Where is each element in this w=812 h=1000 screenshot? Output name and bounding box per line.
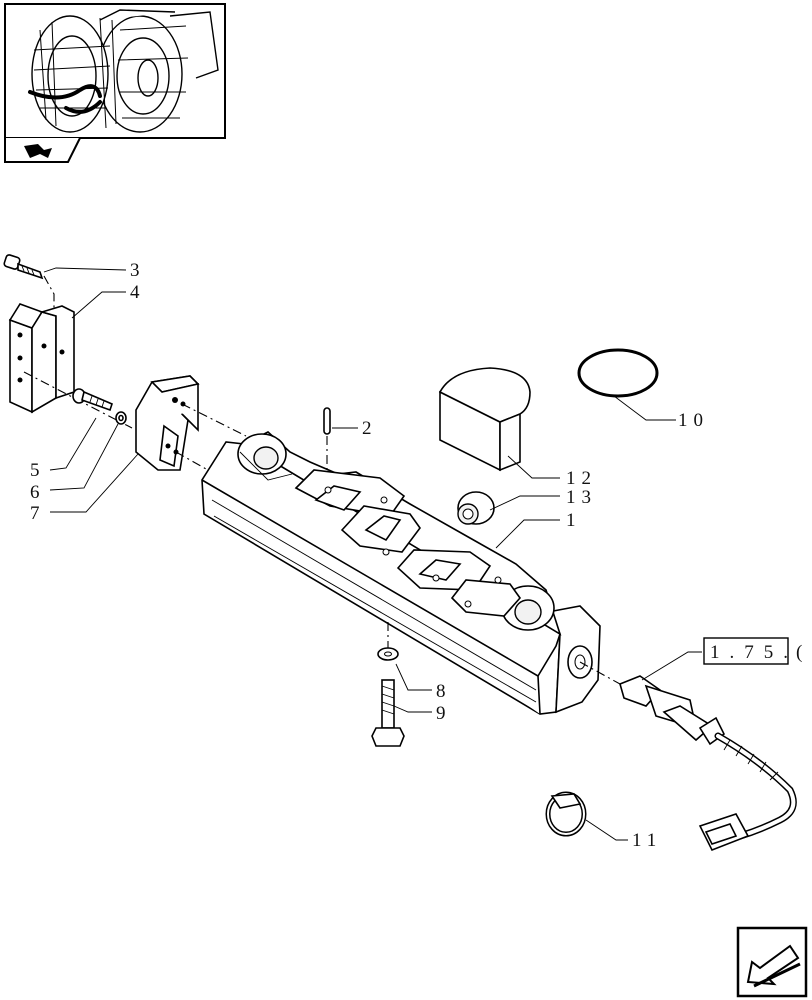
callout-13: 13 bbox=[566, 487, 597, 508]
part-9-screw bbox=[371, 679, 405, 747]
reference-suffix: ( bbox=[796, 642, 812, 663]
part-10-oring bbox=[577, 348, 659, 398]
part-12-cover bbox=[438, 367, 531, 472]
reference-text: 1.75. bbox=[710, 642, 798, 663]
sensor-assembly bbox=[619, 675, 797, 852]
callout-1: 1 bbox=[566, 510, 582, 531]
part-8-washer bbox=[377, 647, 399, 661]
callout-labels: 3 4 2 10 5 12 6 13 7 1 8 9 11 bbox=[30, 260, 709, 851]
callout-5: 5 bbox=[30, 460, 46, 481]
callout-2: 2 bbox=[362, 418, 378, 439]
part-4-bracket bbox=[8, 303, 75, 414]
callout-3: 3 bbox=[130, 260, 146, 281]
callout-7: 7 bbox=[30, 503, 46, 524]
part-5-screw bbox=[72, 388, 113, 412]
part-11-clamp bbox=[545, 791, 587, 837]
part-7-support bbox=[135, 375, 200, 471]
next-page-arrow-icon[interactable] bbox=[736, 926, 808, 998]
part-1-manifold bbox=[201, 431, 601, 715]
callout-6: 6 bbox=[30, 482, 46, 503]
part-2-pin bbox=[323, 407, 331, 435]
part-6-washer bbox=[115, 411, 127, 425]
leader-lines bbox=[43, 267, 702, 841]
callout-12: 12 bbox=[566, 468, 597, 489]
callout-8: 8 bbox=[436, 681, 452, 702]
callout-10: 10 bbox=[678, 410, 709, 431]
part-13-bushing bbox=[457, 491, 495, 525]
part-3-bolt bbox=[3, 254, 44, 280]
callout-11: 11 bbox=[632, 830, 662, 851]
reference-box[interactable]: 1.75. ( bbox=[703, 637, 812, 665]
tractor-thumbnail-icon[interactable] bbox=[4, 3, 226, 163]
callout-9: 9 bbox=[436, 703, 452, 724]
callout-4: 4 bbox=[130, 282, 146, 303]
section-flag-icon bbox=[24, 144, 52, 158]
